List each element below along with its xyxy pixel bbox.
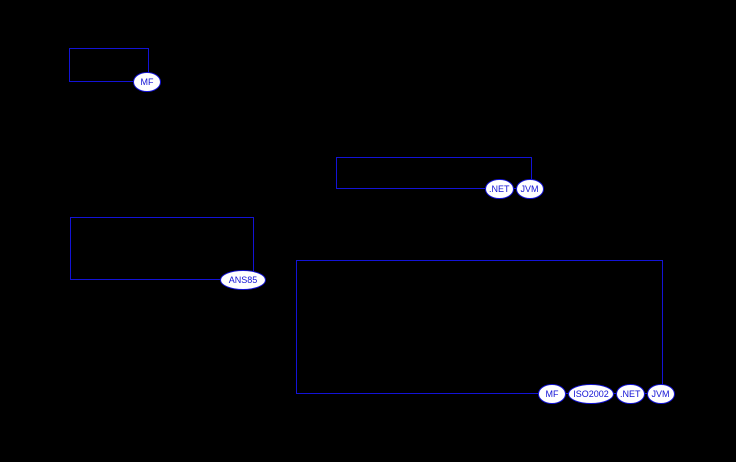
diagram-node[interactable] <box>336 157 532 189</box>
platform-badge[interactable]: .NET <box>616 384 645 404</box>
platform-badge[interactable]: JVM <box>515 179 544 199</box>
node-badge-row: MF <box>133 72 161 92</box>
platform-badge[interactable]: MF <box>133 72 161 92</box>
platform-badge[interactable]: ISO2002 <box>568 384 614 404</box>
platform-badge[interactable]: .NET <box>485 179 514 199</box>
diagram-node[interactable] <box>69 48 149 82</box>
platform-badge[interactable]: ANS85 <box>220 270 266 290</box>
platform-badge[interactable]: JVM <box>646 384 675 404</box>
platform-badge[interactable]: MF <box>538 384 566 404</box>
node-badge-row: ANS85 <box>220 270 266 290</box>
diagram-node[interactable] <box>70 217 254 280</box>
diagram-node[interactable] <box>296 260 663 394</box>
